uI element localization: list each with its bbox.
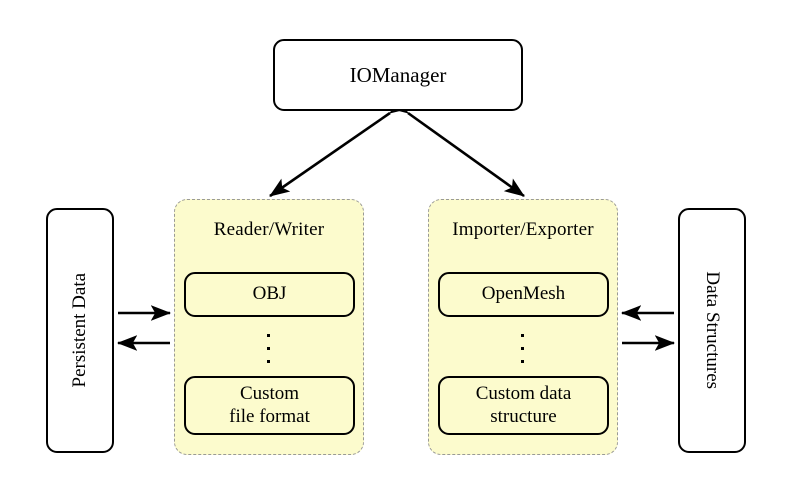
node-custom-file-format: Custom file format <box>184 376 355 435</box>
obj-label: OBJ <box>252 283 287 305</box>
custom-data-structure-line2: structure <box>490 405 557 427</box>
custom-file-format-line2: file format <box>229 405 310 427</box>
node-data-structures: Data Structures <box>678 208 746 453</box>
ellipsis-reader-writer <box>258 334 278 363</box>
node-openmesh: OpenMesh <box>438 272 609 317</box>
io-manager-label: IOManager <box>349 62 447 87</box>
custom-data-structure-line1: Custom data <box>475 383 572 405</box>
arrow-manager-readerwriter <box>269 95 411 198</box>
custom-data-structure-label: Custom data structure <box>476 383 572 428</box>
ellipsis-importer-exporter <box>512 334 532 363</box>
openmesh-label: OpenMesh <box>481 283 566 305</box>
arrow-manager-importerexporter <box>387 95 525 198</box>
panel-importer-exporter-title: Importer/Exporter <box>452 219 594 240</box>
node-obj: OBJ <box>184 272 355 317</box>
custom-file-format-label: Custom file format <box>229 383 310 428</box>
persistent-data-label: Persistent Data <box>68 273 90 388</box>
custom-file-format-line1: Custom <box>239 383 300 405</box>
node-io-manager: IOManager <box>273 39 523 111</box>
node-persistent-data: Persistent Data <box>46 208 114 453</box>
node-custom-data-structure: Custom data structure <box>438 376 609 435</box>
panel-reader-writer-title: Reader/Writer <box>213 219 325 240</box>
data-structures-label: Data Structures <box>702 271 724 390</box>
